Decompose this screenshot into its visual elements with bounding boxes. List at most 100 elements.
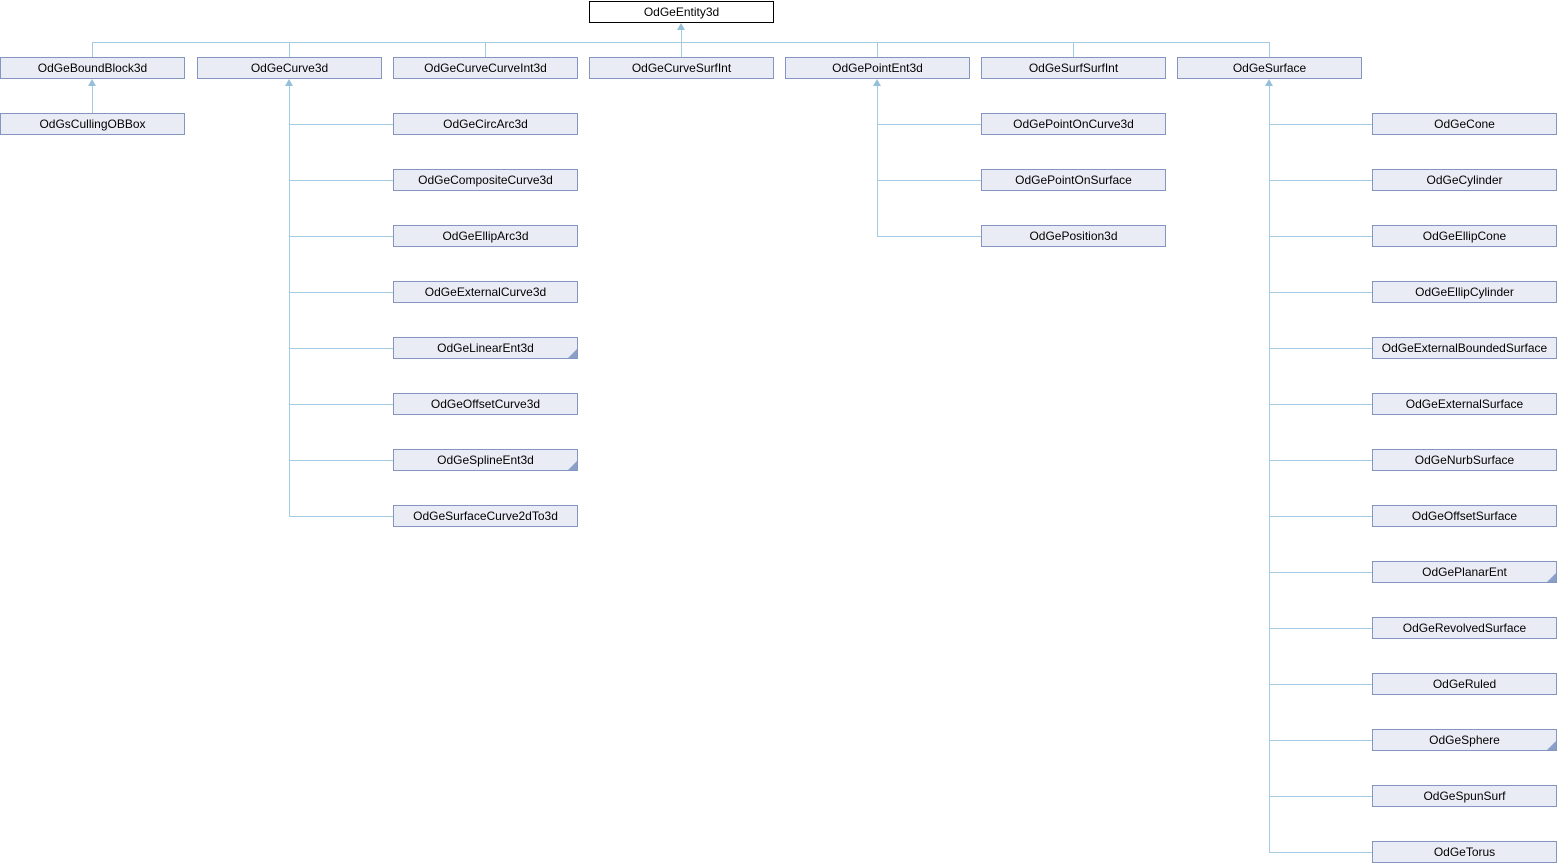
edge-line bbox=[877, 180, 981, 181]
edge-line bbox=[877, 42, 878, 57]
class-label: OdGeSurfaceCurve2dTo3d bbox=[413, 509, 558, 523]
class-node-odgeposition3d[interactable]: OdGePosition3d bbox=[981, 225, 1166, 247]
edge-line bbox=[877, 124, 981, 125]
edge-line bbox=[289, 460, 393, 461]
class-node-odgelinearent3d[interactable]: OdGeLinearEnt3d bbox=[393, 337, 578, 359]
edge-line bbox=[681, 42, 682, 57]
edge-line bbox=[1269, 852, 1372, 853]
class-node-odgecurvesurfint[interactable]: OdGeCurveSurfInt bbox=[589, 57, 774, 79]
class-label: OdGePlanarEnt bbox=[1422, 565, 1507, 579]
edge-line bbox=[92, 42, 93, 57]
class-label: OdGePointOnSurface bbox=[1015, 173, 1132, 187]
edge-line bbox=[1269, 796, 1372, 797]
class-node-odgeruled[interactable]: OdGeRuled bbox=[1372, 673, 1557, 695]
class-node-odgeexternalboundedsurface[interactable]: OdGeExternalBoundedSurface bbox=[1372, 337, 1557, 359]
class-node-odgesplineent3d[interactable]: OdGeSplineEnt3d bbox=[393, 449, 578, 471]
edge-line bbox=[485, 42, 486, 57]
class-node-odgerevolvedsurface[interactable]: OdGeRevolvedSurface bbox=[1372, 617, 1557, 639]
class-node-odgecircarc3d[interactable]: OdGeCircArc3d bbox=[393, 113, 578, 135]
class-node-odgeentity3d[interactable]: OdGeEntity3d bbox=[589, 1, 774, 23]
edge-line bbox=[1269, 180, 1372, 181]
class-node-odgepointonsurface[interactable]: OdGePointOnSurface bbox=[981, 169, 1166, 191]
class-label: OdGeSurfSurfInt bbox=[1028, 61, 1119, 75]
edge-line bbox=[92, 86, 93, 113]
edge-line bbox=[289, 42, 290, 57]
edge-line bbox=[1269, 404, 1372, 405]
class-label: OdGeCircArc3d bbox=[443, 117, 528, 131]
class-node-odgecone[interactable]: OdGeCone bbox=[1372, 113, 1557, 135]
subclasses-fold-icon bbox=[568, 461, 577, 470]
class-label: OdGeExternalSurface bbox=[1405, 397, 1524, 411]
edge-line bbox=[1269, 292, 1372, 293]
class-node-odgepointoncurve3d[interactable]: OdGePointOnCurve3d bbox=[981, 113, 1166, 135]
class-label: OdGsCullingOBBox bbox=[39, 117, 146, 131]
class-label: OdGeLinearEnt3d bbox=[437, 341, 534, 355]
class-label: OdGeTorus bbox=[1433, 845, 1496, 859]
class-node-odgecylinder[interactable]: OdGeCylinder bbox=[1372, 169, 1557, 191]
class-label: OdGeEllipArc3d bbox=[442, 229, 529, 243]
edge-line bbox=[1269, 572, 1372, 573]
class-node-odgepointent3d[interactable]: OdGePointEnt3d bbox=[785, 57, 970, 79]
class-node-odgeoffsetcurve3d[interactable]: OdGeOffsetCurve3d bbox=[393, 393, 578, 415]
class-label: OdGeOffsetSurface bbox=[1411, 509, 1518, 523]
class-label: OdGeSurface bbox=[1232, 61, 1307, 75]
subclasses-fold-icon bbox=[1547, 741, 1556, 750]
class-node-odgeellipcone[interactable]: OdGeEllipCone bbox=[1372, 225, 1557, 247]
class-label: OdGeEntity3d bbox=[643, 5, 720, 19]
class-label: OdGeSplineEnt3d bbox=[437, 453, 534, 467]
class-label: OdGeEllipCone bbox=[1422, 229, 1507, 243]
edge-line bbox=[289, 348, 393, 349]
class-node-odgeoffsetsurface[interactable]: OdGeOffsetSurface bbox=[1372, 505, 1557, 527]
edge-line bbox=[289, 292, 393, 293]
class-node-odgeplanarent[interactable]: OdGePlanarEnt bbox=[1372, 561, 1557, 583]
class-label: OdGeEllipCylinder bbox=[1415, 285, 1514, 299]
class-node-odgesurface[interactable]: OdGeSurface bbox=[1177, 57, 1362, 79]
class-label: OdGeExternalCurve3d bbox=[424, 285, 547, 299]
class-label: OdGeSphere bbox=[1429, 733, 1500, 747]
class-label: OdGeExternalBoundedSurface bbox=[1381, 341, 1548, 355]
edge-line bbox=[681, 30, 682, 42]
edge-line bbox=[1269, 42, 1270, 57]
arrow-up-icon bbox=[873, 79, 881, 86]
class-label: OdGeBoundBlock3d bbox=[37, 61, 148, 75]
edge-line bbox=[1269, 124, 1372, 125]
class-label: OdGeCurveSurfInt bbox=[631, 61, 732, 75]
class-node-odgecompositecurve3d[interactable]: OdGeCompositeCurve3d bbox=[393, 169, 578, 191]
class-node-odgesurfacecurve2dto3d[interactable]: OdGeSurfaceCurve2dTo3d bbox=[393, 505, 578, 527]
edge-line bbox=[877, 236, 981, 237]
class-node-odgesphere[interactable]: OdGeSphere bbox=[1372, 729, 1557, 751]
class-node-odgespunsurf[interactable]: OdGeSpunSurf bbox=[1372, 785, 1557, 807]
edge-line bbox=[289, 404, 393, 405]
class-label: OdGeCone bbox=[1434, 117, 1495, 131]
class-label: OdGeNurbSurface bbox=[1414, 453, 1515, 467]
class-label: OdGeCurve3d bbox=[250, 61, 329, 75]
arrow-up-icon bbox=[1265, 79, 1273, 86]
class-node-odgeboundblock3d[interactable]: OdGeBoundBlock3d bbox=[0, 57, 185, 79]
class-node-odgeelliparc3d[interactable]: OdGeEllipArc3d bbox=[393, 225, 578, 247]
edge-line bbox=[289, 516, 393, 517]
edge-line bbox=[1073, 42, 1074, 57]
class-label: OdGePosition3d bbox=[1029, 229, 1118, 243]
subclasses-fold-icon bbox=[568, 349, 577, 358]
class-node-odgscullingobbox[interactable]: OdGsCullingOBBox bbox=[0, 113, 185, 135]
class-node-odgetorus[interactable]: OdGeTorus bbox=[1372, 841, 1557, 863]
class-label: OdGePointEnt3d bbox=[832, 61, 923, 75]
class-label: OdGeSpunSurf bbox=[1423, 789, 1506, 803]
class-node-odgeellipcylinder[interactable]: OdGeEllipCylinder bbox=[1372, 281, 1557, 303]
edge-line bbox=[289, 124, 393, 125]
edge-line bbox=[1269, 348, 1372, 349]
class-label: OdGePointOnCurve3d bbox=[1013, 117, 1134, 131]
class-label: OdGeRuled bbox=[1432, 677, 1497, 691]
class-label: OdGeCompositeCurve3d bbox=[418, 173, 553, 187]
class-node-odgeexternalsurface[interactable]: OdGeExternalSurface bbox=[1372, 393, 1557, 415]
edge-line bbox=[877, 86, 878, 236]
class-node-odgesurfsurfint[interactable]: OdGeSurfSurfInt bbox=[981, 57, 1166, 79]
class-node-odgenurbsurface[interactable]: OdGeNurbSurface bbox=[1372, 449, 1557, 471]
edge-line bbox=[1269, 86, 1270, 852]
class-node-odgeexternalcurve3d[interactable]: OdGeExternalCurve3d bbox=[393, 281, 578, 303]
class-label: OdGeRevolvedSurface bbox=[1402, 621, 1527, 635]
class-label: OdGeOffsetCurve3d bbox=[430, 397, 541, 411]
class-node-odgecurvecurveint3d[interactable]: OdGeCurveCurveInt3d bbox=[393, 57, 578, 79]
class-node-odgecurve3d[interactable]: OdGeCurve3d bbox=[197, 57, 382, 79]
